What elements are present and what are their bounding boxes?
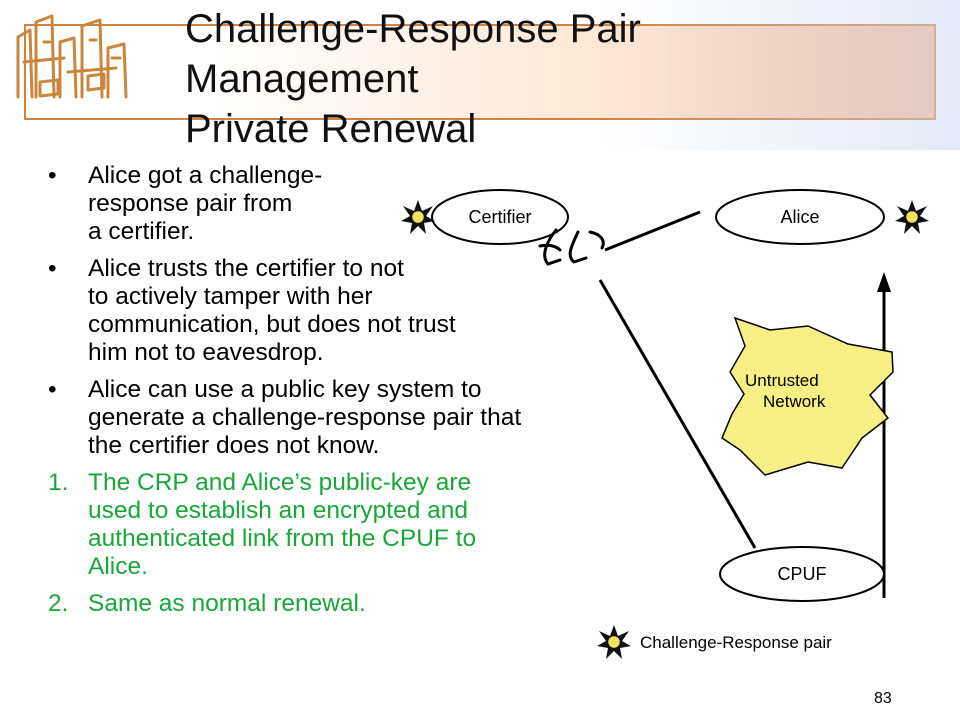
network-label-line1: Untrusted bbox=[745, 371, 819, 390]
step-line: The CRP and Alice’s public-key are bbox=[88, 469, 472, 496]
page-number: 83 bbox=[874, 690, 892, 707]
bullet-marker: • bbox=[48, 162, 57, 189]
bullet-line: to actively tamper with her bbox=[88, 283, 373, 310]
bullet-line: communication, but does not trust bbox=[88, 311, 456, 338]
slide-title: Challenge-Response Pair Management Priva… bbox=[185, 4, 905, 154]
step-marker: 1. bbox=[48, 469, 69, 496]
certifier-label: Certifier bbox=[468, 207, 531, 227]
bullet-item: • Alice got a challenge- response pair f… bbox=[44, 162, 664, 246]
bullet-item: • Alice trusts the certifier to not to a… bbox=[44, 255, 664, 367]
title-line-3: Private Renewal bbox=[185, 107, 477, 151]
title-line-2: Management bbox=[185, 57, 419, 101]
step-marker: 2. bbox=[48, 590, 69, 617]
legend-label: Challenge-Response pair bbox=[640, 633, 832, 652]
bullet-line: him not to eavesdrop. bbox=[88, 339, 324, 366]
untrusted-network-blob bbox=[721, 316, 894, 476]
bullet-line: response pair from bbox=[88, 190, 293, 217]
crp-star-icon bbox=[400, 199, 436, 235]
step-line: Alice. bbox=[88, 553, 148, 580]
bullet-marker: • bbox=[48, 376, 57, 403]
bullet-item: • Alice can use a public key system to g… bbox=[44, 376, 664, 460]
network-label-line2: Network bbox=[763, 392, 826, 411]
alice-node bbox=[715, 189, 885, 245]
certifier-node bbox=[431, 189, 569, 245]
bullet-line: Alice can use a public key system to bbox=[88, 376, 482, 403]
crp-star-icon bbox=[894, 199, 930, 235]
crp-star-icon bbox=[596, 624, 632, 660]
step-line: Same as normal renewal. bbox=[88, 590, 366, 617]
bullet-line: Alice trusts the certifier to not bbox=[88, 255, 404, 282]
bullet-list: • Alice got a challenge- response pair f… bbox=[44, 162, 664, 627]
bullet-line: the certifier does not know. bbox=[88, 432, 380, 459]
certifier-alice-link bbox=[604, 210, 701, 252]
cpuf-node bbox=[719, 546, 885, 602]
title-line-1: Challenge-Response Pair bbox=[185, 7, 641, 51]
bullet-line: a certifier. bbox=[88, 218, 195, 245]
bullet-line: generate a challenge-response pair that bbox=[88, 404, 522, 431]
certifier-cpuf-link bbox=[598, 279, 757, 549]
step-line: authenticated link from the CPUF to bbox=[88, 525, 477, 552]
bullet-marker: • bbox=[48, 255, 57, 282]
eyes-icon bbox=[538, 228, 605, 266]
step-line: used to establish an encrypted and bbox=[88, 497, 469, 524]
step-item: 1. The CRP and Alice’s public-key are us… bbox=[44, 469, 664, 581]
cpuf-label: CPUF bbox=[778, 564, 827, 584]
alice-label: Alice bbox=[780, 207, 819, 227]
city-logo-icon bbox=[16, 14, 128, 99]
bullet-line: Alice got a challenge- bbox=[88, 162, 323, 189]
arrow-head bbox=[877, 272, 891, 292]
step-item: 2. Same as normal renewal. bbox=[44, 590, 664, 618]
